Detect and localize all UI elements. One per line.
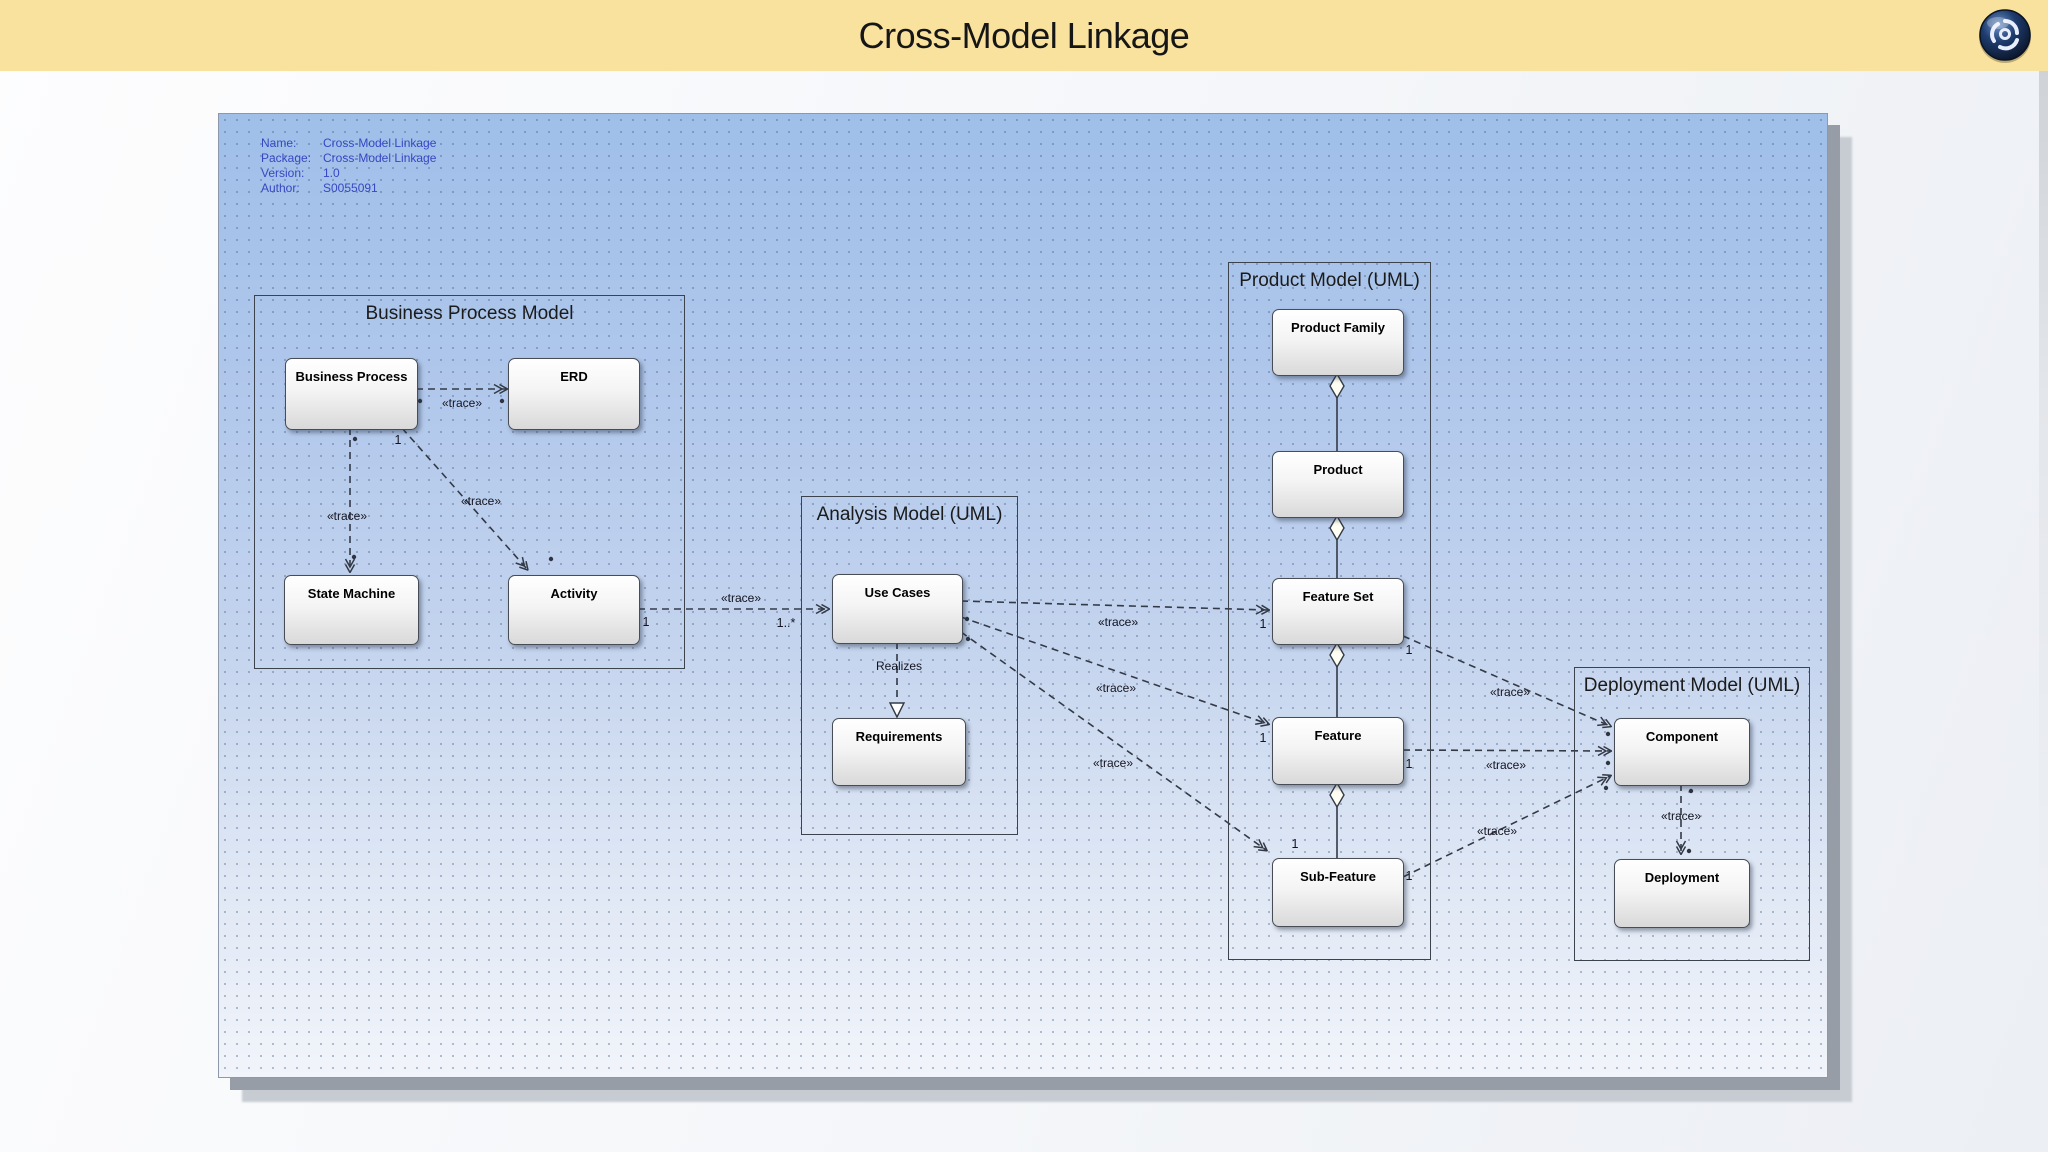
package-business-process-model[interactable]: Business Process Model xyxy=(254,295,685,669)
node-label: Business Process xyxy=(295,369,408,384)
node-state-machine[interactable]: State Machine xyxy=(284,575,419,645)
meta-label: Name: xyxy=(261,136,297,150)
connector-stereotype: «trace» xyxy=(1489,685,1531,699)
connector-source-mult: 1 xyxy=(1405,869,1413,883)
package-product-model[interactable]: Product Model (UML) xyxy=(1228,262,1431,960)
aggregation-diamond xyxy=(1329,372,1345,400)
node-label: Activity xyxy=(550,586,598,601)
package-analysis-model[interactable]: Analysis Model (UML) xyxy=(801,496,1018,835)
connector-stereotype: «trace» xyxy=(326,509,368,523)
connector-target-mult: 1 xyxy=(1259,731,1267,745)
package-deployment-model[interactable]: Deployment Model (UML) xyxy=(1574,667,1810,961)
realization-arrowhead xyxy=(888,702,906,719)
meta-value: Cross-Model Linkage xyxy=(323,151,437,165)
node-label: Component xyxy=(1645,729,1719,744)
node-feature[interactable]: Feature xyxy=(1272,717,1404,785)
connector-stereotype: «trace» xyxy=(1660,809,1702,823)
diagram-metadata: Name: Cross-Model Linkage Package: Cross… xyxy=(261,136,436,196)
package-title: Product Model (UML) xyxy=(1239,270,1420,291)
connector-target-mult: 1 xyxy=(1291,837,1299,851)
connector-use-cases-to-feature xyxy=(960,616,1268,724)
meta-label: Author: xyxy=(261,181,300,195)
meta-label: Version: xyxy=(261,166,305,180)
connector-stereotype: «trace» xyxy=(1485,758,1527,772)
swirl-sphere-icon[interactable] xyxy=(1976,7,2034,65)
node-label: Product xyxy=(1313,462,1363,477)
connector-stereotype: «trace» xyxy=(1097,615,1139,629)
connector-stereotype: «trace» xyxy=(720,591,762,605)
connector-sub-feature-to-component xyxy=(1402,776,1610,878)
connector-layer xyxy=(219,372,1694,878)
meta-value: S0055091 xyxy=(323,181,378,195)
connector-target-mult: 1..* xyxy=(776,616,796,630)
package-title: Business Process Model xyxy=(365,303,574,324)
node-requirements[interactable]: Requirements xyxy=(832,718,966,786)
connector-stereotype: «trace» xyxy=(1095,681,1137,695)
node-label: State Machine xyxy=(307,586,396,601)
aggregation-diamond xyxy=(1329,781,1345,809)
node-deployment[interactable]: Deployment xyxy=(1614,859,1750,928)
connector-feature-set-to-component xyxy=(1402,635,1610,726)
node-label: ERD xyxy=(560,369,588,384)
page-title: Cross-Model Linkage xyxy=(858,14,1190,56)
meta-value: 1.0 xyxy=(323,166,340,180)
connector-feature-to-component xyxy=(1402,750,1610,751)
node-product[interactable]: Product xyxy=(1272,451,1404,518)
node-business-process[interactable]: Business Process xyxy=(285,358,418,430)
meta-value: Cross-Model Linkage xyxy=(323,136,437,150)
node-feature-set[interactable]: Feature Set xyxy=(1272,578,1404,645)
node-product-family[interactable]: Product Family xyxy=(1272,309,1404,376)
title-banner: Cross-Model Linkage xyxy=(0,0,2048,71)
node-label: Deployment xyxy=(1644,870,1720,885)
node-label: Sub-Feature xyxy=(1300,869,1376,884)
connector-end-dots xyxy=(351,398,1694,854)
connector-label-realizes: Realizes xyxy=(875,659,923,673)
node-label: Feature xyxy=(1314,728,1362,743)
connector-target-mult: 1 xyxy=(1259,617,1267,631)
connector-source-mult: 1 xyxy=(1405,643,1413,657)
node-component[interactable]: Component xyxy=(1614,718,1750,786)
connector-stereotype: «trace» xyxy=(1092,756,1134,770)
connector-business-process-to-activity xyxy=(401,427,527,569)
connector-use-cases-to-sub-feature xyxy=(960,631,1266,850)
window-edge-shading xyxy=(2039,71,2048,1152)
connector-stereotype: «trace» xyxy=(460,494,502,508)
package-title: Deployment Model (UML) xyxy=(1583,675,1801,696)
aggregation-diamond xyxy=(1329,514,1345,542)
node-erd[interactable]: ERD xyxy=(508,358,640,430)
node-label: Feature Set xyxy=(1302,589,1374,604)
node-sub-feature[interactable]: Sub-Feature xyxy=(1272,858,1404,927)
meta-label: Package: xyxy=(261,151,312,165)
connector-stereotype: «trace» xyxy=(1476,824,1518,838)
connector-source-mult: 1 xyxy=(642,615,650,629)
diagram-canvas: Name: Cross-Model Linkage Package: Cross… xyxy=(218,113,1828,1078)
node-activity[interactable]: Activity xyxy=(508,575,640,645)
node-label: Use Cases xyxy=(864,585,931,600)
connector-stereotype: «trace» xyxy=(441,396,483,410)
connector-source-mult: 1 xyxy=(1405,757,1413,771)
connector-source-mult: 1 xyxy=(394,433,402,447)
connector-use-cases-to-feature-set xyxy=(960,600,1268,610)
node-label: Requirements xyxy=(855,729,943,744)
node-use-cases[interactable]: Use Cases xyxy=(832,574,963,644)
package-title: Analysis Model (UML) xyxy=(816,504,1003,525)
aggregation-diamond xyxy=(1329,641,1345,669)
node-label: Product Family xyxy=(1291,320,1385,335)
